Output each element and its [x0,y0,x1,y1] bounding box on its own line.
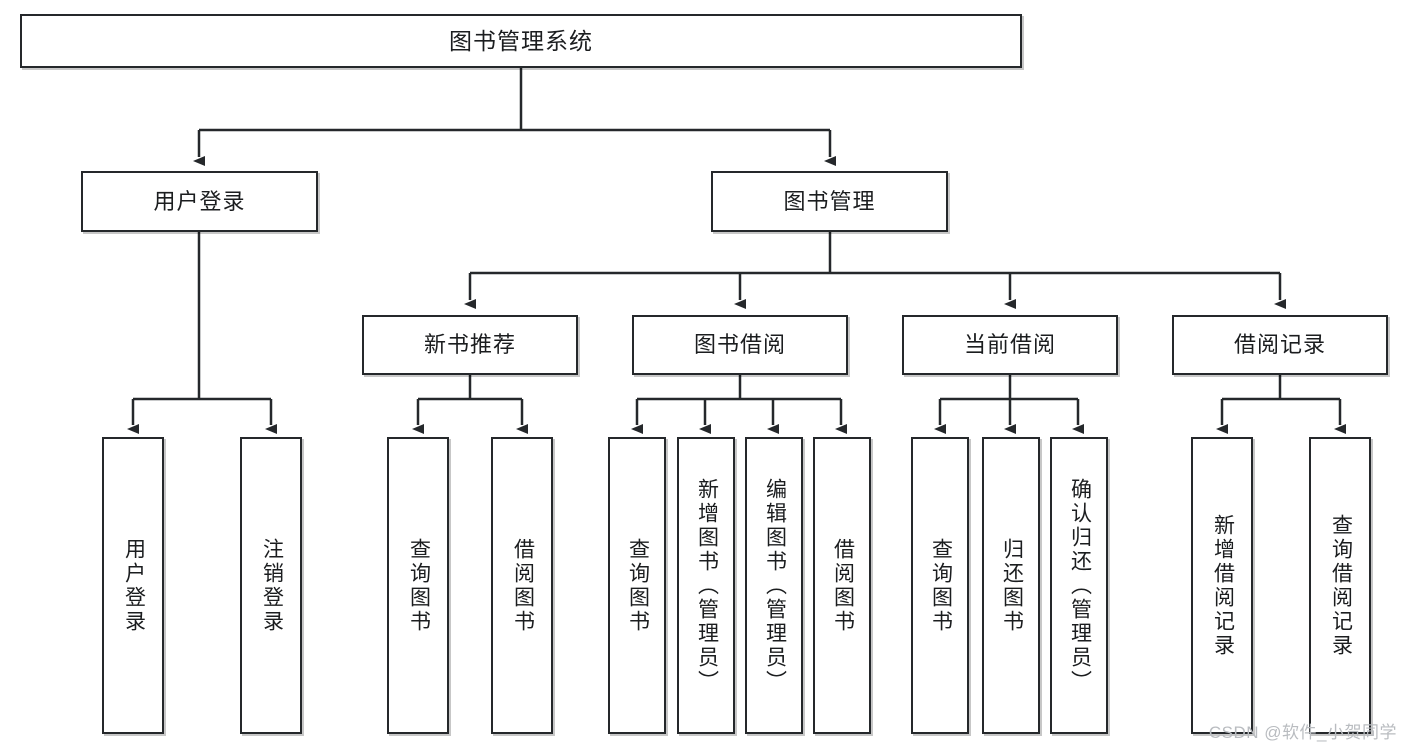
node-label: 图书管理系统 [449,27,593,54]
node-label: 用户登录 [153,188,246,214]
node-label: 确认归还（管理员） [1068,477,1092,694]
leaf-edit-book-admin[interactable]: 编辑图书（管理员） [745,437,803,734]
node-borrow-record[interactable]: 借阅记录 [1172,315,1388,375]
leaf-user-login[interactable]: 用户登录 [102,437,164,734]
node-label: 查询图书 [929,537,953,634]
leaf-return-book[interactable]: 归还图书 [982,437,1040,734]
leaf-add-book-admin[interactable]: 新增图书（管理员） [677,437,735,734]
node-label: 新增借阅记录 [1211,513,1235,658]
node-user-login[interactable]: 用户登录 [81,171,318,232]
leaf-borrow-book[interactable]: 借阅图书 [813,437,871,734]
node-label: 新书推荐 [423,332,516,358]
leaf-borrow-book-recommend[interactable]: 借阅图书 [491,437,553,734]
node-root-system[interactable]: 图书管理系统 [20,14,1022,68]
leaf-add-borrow-record[interactable]: 新增借阅记录 [1191,437,1253,734]
node-label: 编辑图书（管理员） [763,477,787,694]
node-label: 新增图书（管理员） [695,477,719,694]
node-label: 查询图书 [407,537,431,634]
node-new-book-recommend[interactable]: 新书推荐 [362,315,578,375]
node-current-borrow[interactable]: 当前借阅 [902,315,1118,375]
node-label: 归还图书 [1000,537,1024,634]
leaf-query-book-current[interactable]: 查询图书 [911,437,969,734]
leaf-query-book-recommend[interactable]: 查询图书 [387,437,449,734]
node-label: 图书借阅 [693,332,786,358]
node-label: 借阅记录 [1233,332,1326,358]
node-label: 注销登录 [260,537,284,634]
node-label: 图书管理 [783,188,876,214]
leaf-logout[interactable]: 注销登录 [240,437,302,734]
leaf-query-borrow-record[interactable]: 查询借阅记录 [1309,437,1371,734]
node-label: 借阅图书 [831,537,855,634]
node-label: 用户登录 [122,537,146,634]
node-label: 查询图书 [626,537,650,634]
leaf-confirm-return-admin[interactable]: 确认归还（管理员） [1050,437,1108,734]
node-book-management[interactable]: 图书管理 [711,171,948,232]
node-book-borrow[interactable]: 图书借阅 [632,315,848,375]
watermark-text: CSDN @软件_小贺同学 [1208,723,1397,742]
node-label: 查询借阅记录 [1329,513,1353,658]
leaf-query-book-borrow[interactable]: 查询图书 [608,437,666,734]
node-label: 当前借阅 [963,332,1056,358]
node-label: 借阅图书 [511,537,535,634]
